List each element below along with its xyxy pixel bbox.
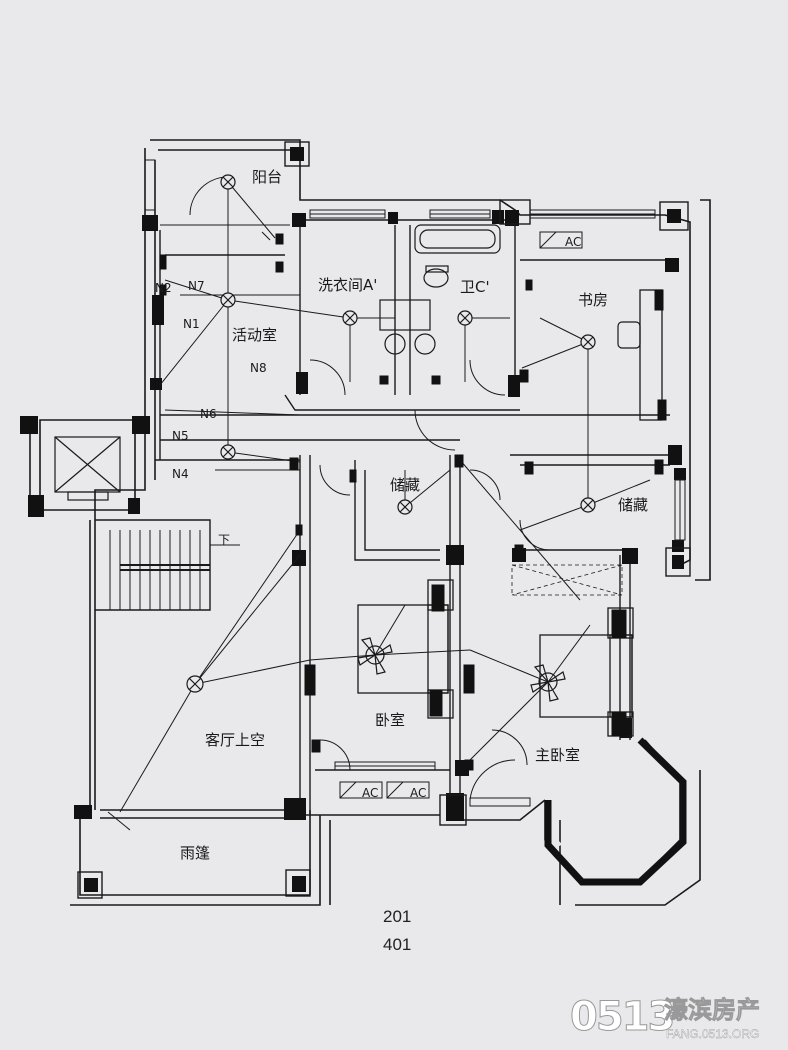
- stair-down-label: 下: [218, 533, 230, 547]
- elevator: [54, 436, 121, 501]
- room-label-activity: 活动室: [232, 326, 277, 344]
- bedroom-beds: [357, 289, 663, 737]
- circuit-label-n1: N1: [183, 317, 200, 331]
- corner-pillars: [77, 141, 691, 899]
- ac-bedroom-2: [386, 781, 430, 799]
- ceiling-light-activity: [220, 292, 236, 308]
- doors: [107, 176, 551, 831]
- circuit-label-n7: N7: [188, 279, 205, 293]
- unit-number-2: 401: [383, 935, 411, 954]
- room-label-balcony: 阳台: [252, 168, 282, 186]
- unit-number-1: 201: [383, 907, 411, 926]
- ceiling-light-study: [580, 334, 596, 350]
- circuit-label-n5: N5: [172, 429, 189, 443]
- room-label-master: 主卧室: [535, 746, 580, 764]
- room-label-storage-1: 储藏: [390, 476, 420, 494]
- ceiling-light-laundry: [342, 310, 358, 326]
- watermark-url: FANG.0513.ORG: [666, 1027, 759, 1041]
- ceiling-light-storage1: [397, 499, 413, 515]
- ac-bedroom-1: [339, 781, 383, 799]
- fan-bedroom: [357, 637, 393, 675]
- interior-walls: [95, 215, 670, 819]
- room-label-bath: 卫C': [460, 278, 490, 296]
- ceiling-fans: [357, 637, 566, 702]
- watermark-brand: 濠滨房产: [664, 996, 760, 1024]
- ac-study: [539, 231, 583, 249]
- bay-window: [544, 737, 687, 886]
- room-label-bedroom: 卧室: [375, 711, 405, 729]
- ac-label-bedroom-1: AC: [362, 786, 378, 800]
- light-fixtures: [186, 174, 596, 693]
- bathroom-fixtures: [379, 224, 641, 355]
- staircase: [109, 530, 240, 610]
- circuit-label-n6: N6: [200, 407, 217, 421]
- room-label-storage-2: 储藏: [618, 496, 648, 514]
- ceiling-light-living: [186, 675, 204, 693]
- ac-label-bedroom-2: AC: [410, 786, 426, 800]
- ac-units: [339, 231, 583, 799]
- circuit-label-n4: N4: [172, 467, 189, 481]
- room-label-canopy: 雨篷: [180, 844, 210, 862]
- watermark-number: 0513: [570, 994, 673, 1040]
- ceiling-light-storage2: [580, 497, 596, 513]
- switches: [159, 231, 667, 771]
- ceiling-light-balcony: [220, 174, 236, 190]
- room-label-laundry: 洗衣间A': [318, 276, 377, 294]
- fan-master: [530, 664, 566, 702]
- ac-label-study: AC: [565, 235, 581, 249]
- dashed-area: [511, 564, 623, 596]
- outer-walls: [29, 139, 711, 906]
- room-label-study: 书房: [578, 291, 608, 309]
- windows: [144, 159, 686, 807]
- ceiling-light-bath: [457, 310, 473, 326]
- room-label-living-void: 客厅上空: [205, 731, 265, 749]
- circuit-label-n2: N2: [155, 281, 172, 295]
- ceiling-light-corridor: [220, 444, 236, 460]
- circuit-label-n8: N8: [250, 361, 267, 375]
- wiring: [119, 181, 651, 813]
- watermark: 0513 濠滨房产 FANG.0513.ORG: [570, 994, 761, 1042]
